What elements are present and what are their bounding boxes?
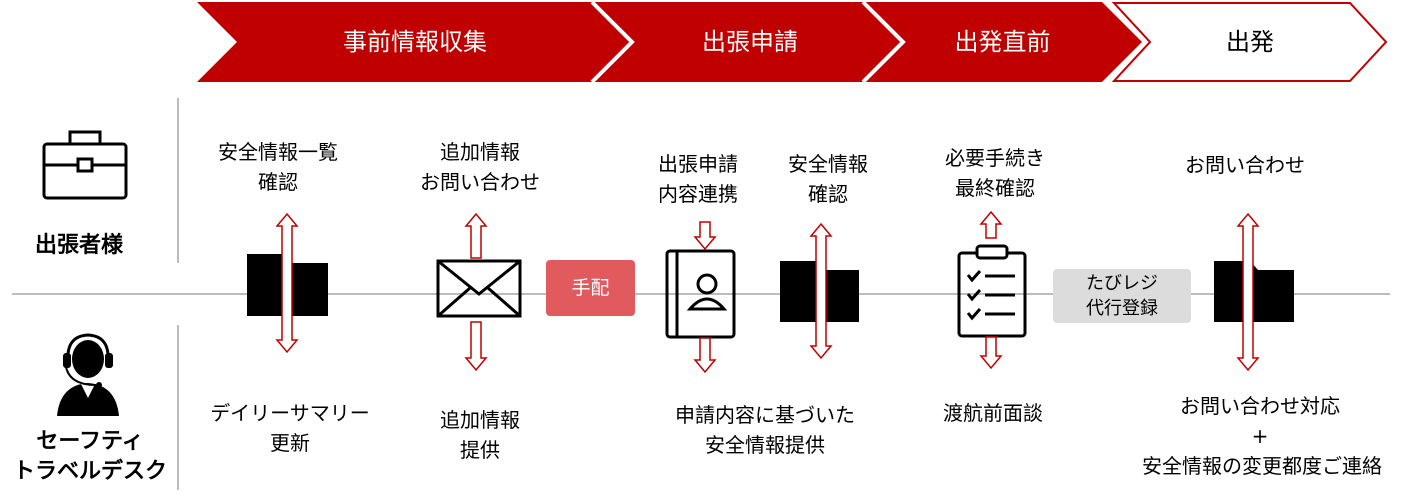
- label-daily-summary: 更新: [270, 431, 310, 455]
- label-safety-check: 確認: [808, 182, 848, 206]
- label-safety-check: 安全情報: [788, 152, 868, 176]
- label-daily-summary: デイリーサマリー: [210, 401, 370, 425]
- stage-label-application: 出張申請: [702, 28, 798, 56]
- stage-chevron-1: [197, 2, 632, 82]
- flow-arrow: [1236, 212, 1260, 372]
- stage-chevron-3: [863, 2, 1142, 82]
- clipboard-checklist-icon: [957, 244, 1027, 338]
- address-book-icon: [665, 249, 736, 339]
- label-final-check: 最終確認: [955, 176, 1035, 200]
- stage-chevron-2: [592, 2, 903, 82]
- label-application-link: 出張申請: [658, 152, 738, 176]
- role-desk-line1: セーフティ: [36, 429, 144, 454]
- label-safety-list: 確認: [258, 170, 298, 194]
- stage-label-pre-info: 事前情報収集: [343, 28, 487, 56]
- label-additional-provide: 提供: [460, 438, 500, 462]
- flow-arrow: [979, 210, 1003, 239]
- label-additional-inquiry: お問い合わせ: [420, 170, 540, 194]
- label-support-plus: +: [1251, 424, 1269, 448]
- stage-chevron-4: [1111, 2, 1388, 82]
- flow-arrow: [693, 221, 717, 251]
- label-safety-list: 安全情報一覧: [218, 140, 338, 164]
- label-final-check: 必要手続き: [945, 146, 1045, 170]
- headset-operator-icon: [57, 333, 119, 416]
- role-desk-line2: トラベルデスク: [12, 459, 167, 484]
- label-additional-provide: 追加情報: [440, 408, 520, 432]
- flow-arrow: [464, 212, 488, 259]
- chevron-divider: [861, 0, 906, 84]
- label-support: 安全情報の変更都度ご連絡: [1142, 454, 1382, 478]
- label-based-safety-info: 申請内容に基づいた: [675, 403, 855, 427]
- envelope-icon: [436, 259, 522, 318]
- flow-arrow: [809, 222, 833, 360]
- flow-arrow: [464, 321, 488, 372]
- arrange-badge: 手配: [546, 260, 635, 316]
- briefcase-icon: [42, 130, 128, 200]
- chevron-divider: [590, 0, 635, 84]
- flow-arrow: [693, 337, 717, 374]
- label-additional-inquiry: 追加情報: [440, 140, 520, 164]
- stage-label-departure: 出発: [1226, 28, 1274, 56]
- label-application-link: 内容連携: [658, 182, 738, 206]
- role-traveler: 出張者様: [34, 233, 123, 258]
- tabireji-badge-line1: たびレジ: [1086, 273, 1158, 294]
- label-based-safety-info: 安全情報提供: [705, 433, 825, 457]
- flow-arrow: [275, 212, 299, 354]
- stage-label-before-departure: 出発直前: [954, 28, 1051, 56]
- label-inquiry: お問い合わせ: [1185, 153, 1305, 177]
- flow-arrow: [979, 336, 1003, 370]
- tabireji-badge-line2: 代行登録: [1086, 298, 1158, 319]
- label-interview: 渡航前面談: [943, 401, 1043, 425]
- folder-icon: [1214, 261, 1294, 322]
- label-support: お問い合わせ対応: [1180, 394, 1340, 418]
- tabireji-badge: たびレジ 代行登録: [1053, 269, 1191, 323]
